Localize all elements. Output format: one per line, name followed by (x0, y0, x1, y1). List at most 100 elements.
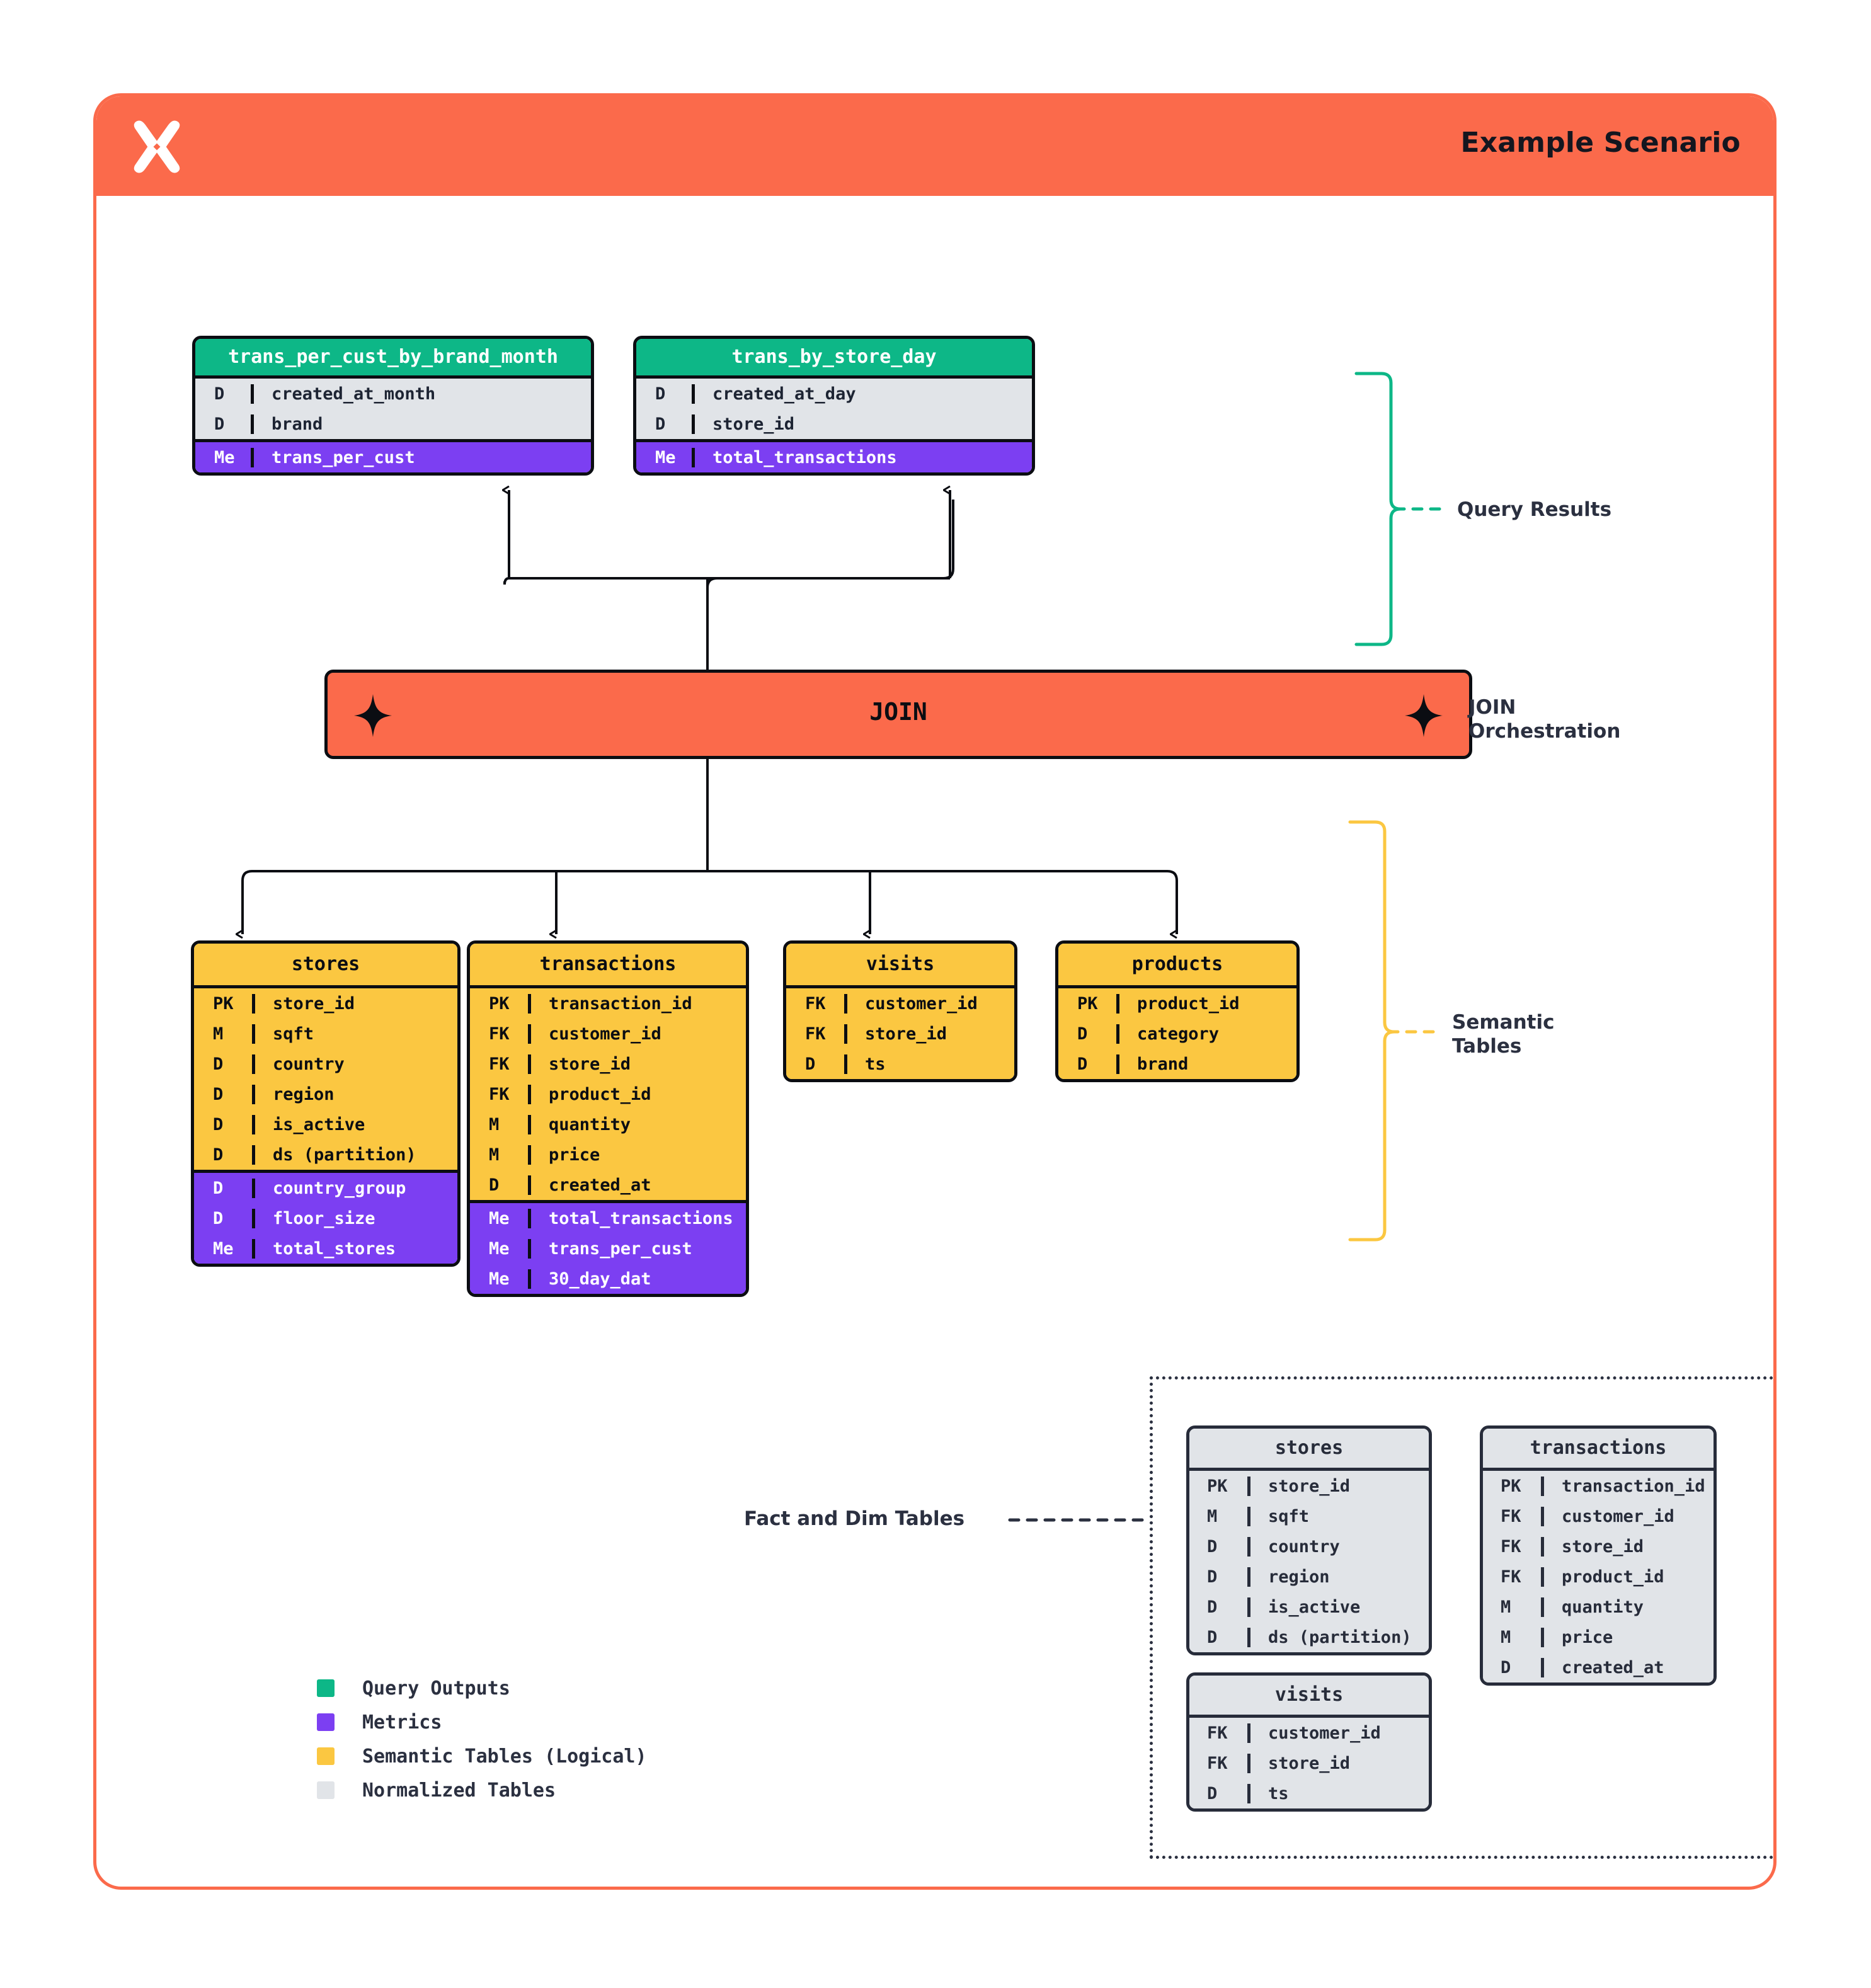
table-title: stores (1189, 1429, 1429, 1468)
row-key: PK (1501, 1476, 1521, 1496)
row-field: store_id (692, 414, 1032, 434)
row-field: ds (partition) (1247, 1627, 1429, 1647)
table-row: D store_id (636, 409, 1032, 439)
legend-swatch-normalized-tables (317, 1781, 335, 1799)
row-field: 30_day_dat (528, 1269, 746, 1289)
row-key: Me (489, 1208, 510, 1228)
metric-section: Me total_transactions Me trans_per_cust Me… (470, 1200, 746, 1294)
table-row: D created_at_month (195, 379, 591, 409)
join-orchestration-bar[interactable]: JOIN (324, 670, 1472, 759)
row-field: brand (251, 414, 591, 434)
table-row: D created_at_day (636, 379, 1032, 409)
row-key: D (805, 1054, 816, 1074)
row-key: M (1207, 1506, 1218, 1526)
row-key: D (1207, 1783, 1218, 1803)
table-row: FK product_id (1483, 1562, 1714, 1592)
row-key: D (213, 1208, 224, 1228)
annotation-query-results: Query Results (1457, 498, 1612, 521)
row-field: region (1247, 1567, 1429, 1587)
row-key: D (1501, 1657, 1511, 1677)
row-field: ts (1247, 1783, 1429, 1803)
row-field: country (1247, 1536, 1429, 1557)
row-key: PK (1207, 1476, 1228, 1496)
row-field: created_at_day (692, 384, 1032, 404)
row-key: D (214, 384, 225, 404)
row-key: D (213, 1084, 224, 1104)
row-key: FK (805, 993, 826, 1014)
table-title: transactions (1483, 1429, 1714, 1468)
row-key: FK (1501, 1567, 1521, 1587)
normalized-table-transactions[interactable]: transactions PK transaction_id FK customer… (1480, 1425, 1717, 1686)
diagram-card: Example Scenario (93, 93, 1777, 1890)
row-field: customer_id (528, 1024, 746, 1044)
row-field: trans_per_cust (528, 1238, 746, 1259)
row-field: customer_id (1541, 1506, 1714, 1526)
row-key: PK (489, 993, 510, 1014)
row-key: D (655, 414, 666, 434)
table-row: Me total_transactions (470, 1203, 746, 1233)
annotation-join-orchestration: JOIN Orchestration (1468, 696, 1620, 744)
row-key: D (1207, 1567, 1218, 1587)
row-key: FK (1501, 1506, 1521, 1526)
row-field: quantity (1541, 1597, 1714, 1617)
row-key: PK (213, 993, 234, 1014)
table-row: PK transaction_id (1483, 1471, 1714, 1501)
row-field: store_id (1247, 1753, 1429, 1773)
table-title: transactions (470, 944, 746, 985)
row-field: region (252, 1084, 457, 1104)
table-title: visits (1189, 1676, 1429, 1715)
row-field: quantity (528, 1114, 746, 1134)
metric-section: Me total_transactions (636, 439, 1032, 472)
row-key: D (655, 384, 666, 404)
table-title: trans_by_store_day (636, 339, 1032, 375)
row-field: product_id (1116, 993, 1296, 1014)
legend-item: Metrics (317, 1705, 647, 1739)
query-result-table-trans-per-cust-by-brand-month[interactable]: trans_per_cust_by_brand_month D created_… (192, 336, 594, 476)
row-field: transaction_id (1541, 1476, 1714, 1496)
row-field: sqft (252, 1024, 457, 1044)
row-field: product_id (1541, 1567, 1714, 1587)
row-key: Me (213, 1238, 234, 1259)
annotation-semantic-tables-line2: Tables (1452, 1034, 1522, 1058)
dimension-section: D created_at_month D brand (195, 375, 591, 439)
row-field: created_at (1541, 1657, 1714, 1677)
row-field: total_transactions (692, 447, 1032, 467)
row-key: FK (1501, 1536, 1521, 1557)
table-row: Me trans_per_cust (195, 442, 591, 472)
query-result-table-trans-by-store-day[interactable]: trans_by_store_day D created_at_day D st… (633, 336, 1035, 476)
row-field: is_active (1247, 1597, 1429, 1617)
row-key: M (1501, 1597, 1511, 1617)
legend-swatch-semantic-tables (317, 1747, 335, 1765)
row-key: PK (1077, 993, 1098, 1014)
row-key: D (1077, 1054, 1088, 1074)
row-key: D (489, 1175, 500, 1195)
legend-label: Semantic Tables (Logical) (362, 1745, 647, 1768)
page-title: Example Scenario (1460, 127, 1741, 159)
row-key: Me (489, 1238, 510, 1259)
legend: Query Outputs Metrics Semantic Tables (L… (317, 1671, 647, 1807)
row-field: total_transactions (528, 1208, 746, 1228)
row-key: FK (1207, 1723, 1228, 1743)
row-field: ts (844, 1054, 1014, 1074)
